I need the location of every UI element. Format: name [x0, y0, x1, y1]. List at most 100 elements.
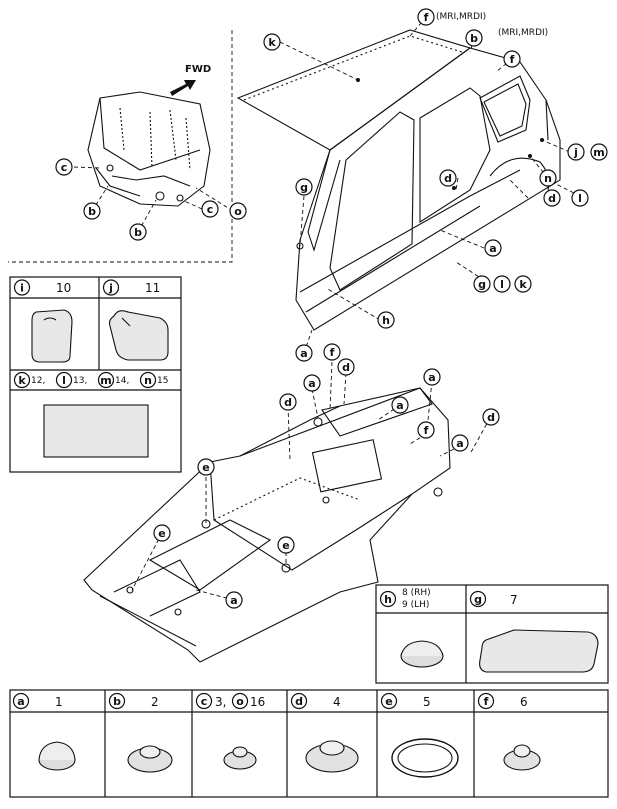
pad-j-shape — [108, 310, 169, 361]
callout-letter: h — [382, 314, 390, 327]
callout-d_floor1: d — [337, 358, 355, 376]
callout-letter: g — [478, 278, 486, 291]
callout-letter: f — [330, 346, 335, 359]
callout-letter: m — [593, 146, 604, 159]
header-letter: m — [100, 374, 111, 387]
callout-circle — [484, 239, 502, 257]
callout-letter: e — [282, 539, 289, 552]
pad-i-shape — [31, 309, 73, 363]
inset-leaders — [73, 166, 234, 233]
callout-a_floor2: a — [423, 368, 441, 386]
header-letter: e — [385, 695, 392, 708]
header-letter: k — [18, 374, 26, 387]
bottom-table-part-number: 6 — [520, 695, 528, 709]
plug-c-o-shape — [223, 746, 257, 770]
callout-k_roof: k — [263, 33, 281, 51]
callout-o_right: o — [229, 202, 247, 220]
callout-circle — [377, 311, 395, 329]
callout-d_floor2: d — [279, 393, 297, 411]
right-table-letter-g: g — [469, 590, 487, 608]
bottom-table-part-number: 4 — [333, 695, 341, 709]
callout-m_side: m — [590, 143, 608, 161]
callout-n_side: n — [539, 169, 557, 187]
header-letter: h — [384, 593, 392, 606]
right-table-letter-h: h — [379, 590, 397, 608]
callout-e_floor3: e — [277, 536, 295, 554]
callout-circle — [337, 358, 355, 376]
fwd-arrow: FWD — [170, 64, 211, 96]
left-table-letter-k: k — [13, 371, 31, 389]
callout-letter: j — [573, 146, 578, 159]
callout-a_floor4: a — [451, 434, 469, 452]
callout-letter: d — [487, 411, 495, 424]
callout-l_grp: l — [493, 275, 511, 293]
callout-circle — [465, 29, 483, 47]
grommet-e-shape — [391, 738, 459, 778]
callout-circle — [55, 158, 73, 176]
callout-letter: a — [428, 371, 435, 384]
bottom-table-letter-o: o — [231, 692, 249, 710]
left-parts-table — [9, 276, 182, 473]
callout-letter: f — [424, 424, 429, 437]
left-table-part-number: 11 — [145, 281, 160, 295]
header-letter: b — [113, 695, 121, 708]
callout-h_sill: h — [377, 311, 395, 329]
callout-g_pillar: g — [295, 178, 313, 196]
callout-a_floor1: a — [303, 374, 321, 392]
callout-d_side1: d — [543, 189, 561, 207]
callout-letter: a — [230, 594, 237, 607]
body-leaders — [279, 16, 581, 354]
bottom-table-part-number: 1 — [55, 695, 63, 709]
callout-circle — [567, 143, 585, 161]
callout-letter: l — [500, 278, 504, 291]
callout-circle — [571, 189, 589, 207]
callout-letter: a — [396, 399, 403, 412]
callout-a_sill: a — [484, 239, 502, 257]
callout-letter: b — [88, 205, 96, 218]
callout-f_top2: f(MRI,MRDI) — [498, 28, 548, 68]
callout-e_floor2: e — [153, 524, 171, 542]
bottom-table-part-number: 3, — [215, 695, 226, 709]
callout-letter: d — [548, 192, 556, 205]
callout-circle — [303, 374, 321, 392]
callout-j_side: j — [567, 143, 585, 161]
callout-circle — [263, 33, 281, 51]
header-letter: j — [108, 282, 113, 295]
callout-d_floor3: d — [482, 408, 500, 426]
bottom-table-letter-d: d — [290, 692, 308, 710]
left-table-letter-l: l — [55, 371, 73, 389]
callout-circle — [451, 434, 469, 452]
bottom-table-part-number: 2 — [151, 695, 159, 709]
callout-circle — [417, 8, 435, 26]
left-table-part-number: 15 — [157, 376, 168, 386]
header-letter: o — [236, 695, 244, 708]
callout-note: (MRI,MRDI) — [498, 28, 548, 38]
bottom-table-part-number: 5 — [423, 695, 431, 709]
plug-a-shape — [38, 741, 76, 771]
callout-letter: d — [342, 361, 350, 374]
callout-f_floor2: f — [417, 421, 435, 439]
pad-kn-shape — [43, 404, 149, 458]
callout-letter: a — [308, 377, 315, 390]
callout-f_top: f(MRI,MRDI) — [417, 8, 486, 26]
callout-circle — [295, 178, 313, 196]
plug-h-shape — [400, 640, 444, 668]
callout-circle — [482, 408, 500, 426]
left-table-letter-n: n — [139, 371, 157, 389]
fwd-label: FWD — [185, 64, 211, 75]
header-letter: g — [474, 593, 482, 606]
header-letter: d — [295, 695, 303, 708]
left-table-part-number: 10 — [56, 281, 71, 295]
bottom-table-letter-c: c — [195, 692, 213, 710]
callout-letter: k — [268, 36, 276, 49]
left-table-letter-j: j — [102, 279, 120, 296]
body-side-drawing — [236, 29, 561, 331]
callout-letter: c — [207, 203, 214, 216]
callout-letter: a — [489, 242, 496, 255]
callout-circle — [323, 343, 341, 361]
plug-b-shape — [127, 745, 173, 773]
callout-circle — [539, 169, 557, 187]
callout-letter: o — [234, 205, 242, 218]
